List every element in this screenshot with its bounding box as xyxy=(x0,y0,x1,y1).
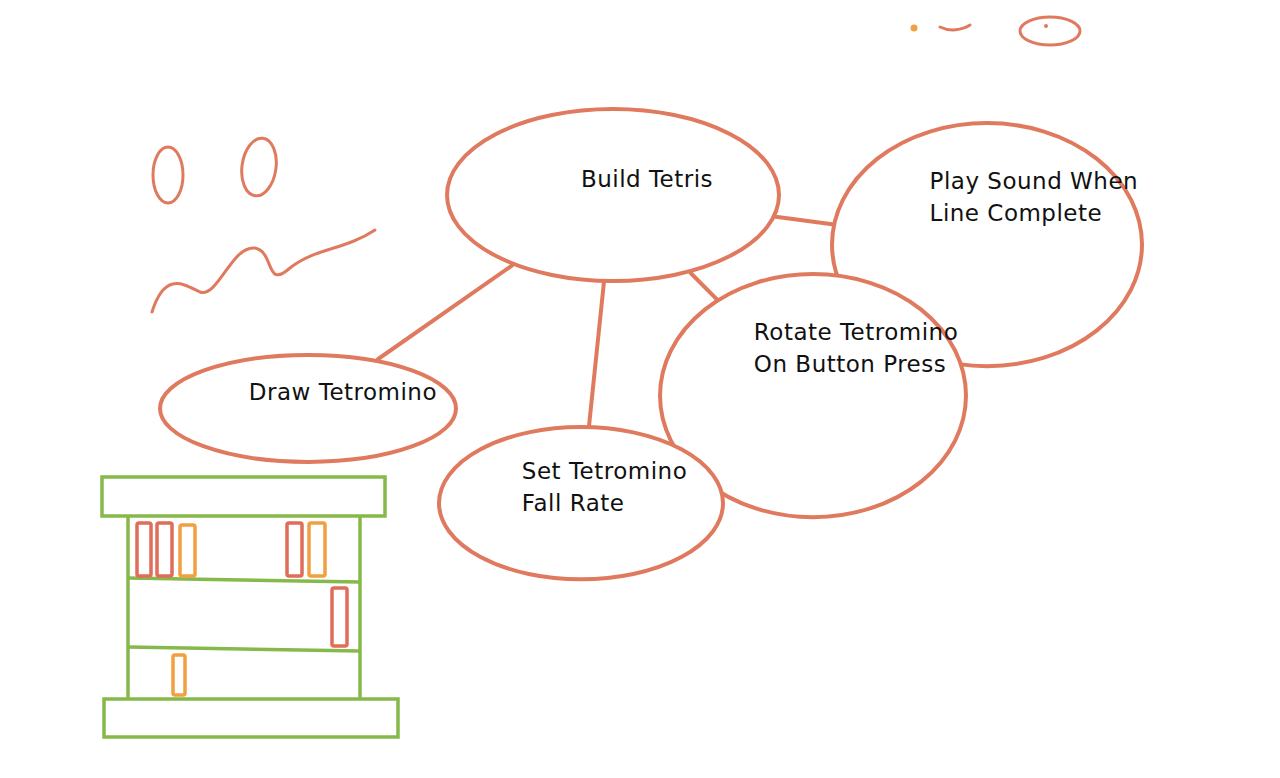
shelf-side xyxy=(126,516,130,699)
ellipse-outline xyxy=(445,107,781,283)
book xyxy=(287,523,302,576)
idea-text: Rotate Tetromino On Button Press xyxy=(754,316,968,380)
idea-text: Set Tetromino Fall Rate xyxy=(522,455,722,519)
book xyxy=(157,523,172,576)
doodle-squiggle xyxy=(152,230,375,312)
doodle-dot xyxy=(1044,24,1048,28)
doodle-oval xyxy=(153,147,183,203)
book xyxy=(332,588,347,646)
doodle-dot xyxy=(911,25,918,32)
doodle-oval xyxy=(1020,17,1080,45)
doodle-squiggle xyxy=(940,25,970,30)
ellipse-outline xyxy=(158,353,458,464)
shelf-side xyxy=(358,516,362,699)
connector-stroke xyxy=(378,265,512,359)
idea-ellipse: Set Tetromino Fall Rate xyxy=(437,425,725,581)
ellipse-shape xyxy=(160,355,456,462)
connector-line xyxy=(776,217,832,225)
doodle-oval xyxy=(238,136,280,198)
book xyxy=(180,525,195,576)
shelf-board xyxy=(104,699,398,737)
connector-line xyxy=(589,283,604,425)
idea-ellipse: Draw Tetromino xyxy=(158,353,458,464)
book xyxy=(137,523,151,576)
connector-stroke xyxy=(691,273,717,299)
connector-stroke xyxy=(776,217,832,225)
shelf-line xyxy=(128,578,360,582)
book xyxy=(173,655,185,695)
shelf-board xyxy=(102,477,385,516)
ellipse-shape xyxy=(447,109,779,281)
idea-text: Build Tetris xyxy=(581,163,713,195)
idea-text: Draw Tetromino xyxy=(249,376,437,408)
idea-ellipse: Build Tetris xyxy=(445,107,781,283)
connector-line xyxy=(691,273,717,299)
connector-line xyxy=(378,265,512,359)
book xyxy=(309,523,325,576)
bookshelf-illustration xyxy=(102,477,398,737)
ellipse-shape xyxy=(439,427,723,579)
shelf-line xyxy=(128,647,360,651)
idea-text: Play Sound When Line Complete xyxy=(930,165,1144,229)
connector-stroke xyxy=(589,283,604,425)
